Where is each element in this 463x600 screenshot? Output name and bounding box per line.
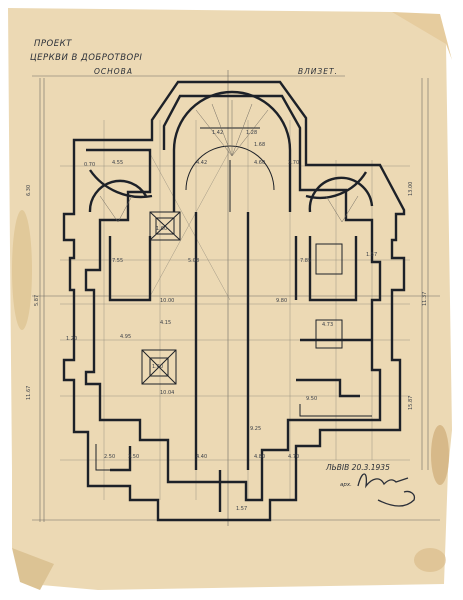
dim-apse-a: 1.28 xyxy=(246,130,257,136)
dim-inner-b: 7.85 xyxy=(300,258,311,264)
dim-span9: 9.50 xyxy=(306,396,317,402)
stain-left xyxy=(12,210,32,330)
signature xyxy=(357,473,416,507)
dim-span10: 9.25 xyxy=(250,426,261,432)
dim-apse-c: 1.68 xyxy=(254,142,265,148)
dim-top-mid2: 4.60 xyxy=(254,160,265,166)
dim-span2: 9.80 xyxy=(276,298,287,304)
dim-small3: 0.70 xyxy=(84,162,95,168)
dim-span6: 4.95 xyxy=(120,334,131,340)
dim-bottom6: 1.57 xyxy=(236,506,247,512)
dim-small4: 1.20 xyxy=(66,336,77,342)
dim-span7: 4.15 xyxy=(160,320,171,326)
dim-span3: 10.04 xyxy=(160,390,174,396)
dim-side-left2: 5.87 xyxy=(34,295,40,306)
dim-bottom3: 4.80 xyxy=(254,454,265,460)
dim-span8: 1.57 xyxy=(366,252,377,258)
apse-rays xyxy=(99,100,359,223)
dim-span1: 10.00 xyxy=(160,298,174,304)
church-plan xyxy=(62,80,406,522)
title-line-1: ПРОЕКТ xyxy=(34,39,72,49)
stain-right xyxy=(431,425,449,485)
plan-details xyxy=(95,127,372,471)
dim-top-right: 3.70 xyxy=(288,160,299,166)
title-line-2: ЦЕРКВИ В ДОБРОТВОРІ xyxy=(30,53,142,63)
folded-corner-bottom-left xyxy=(12,548,54,590)
dim-small2: 1.60 xyxy=(152,364,163,370)
dim-top-left: 4.55 xyxy=(112,160,123,166)
dim-side-right2: 11.37 xyxy=(422,292,428,306)
paper-sheet xyxy=(8,8,452,590)
dim-span4: 5.08 xyxy=(188,258,199,264)
dim-bottom2: 4.40 xyxy=(196,454,207,460)
heading-right: ВЛИЗЕТ. xyxy=(298,67,338,76)
stain-bottom xyxy=(414,548,446,572)
dim-bottom5: 2.50 xyxy=(104,454,115,460)
dim-apse-b: 1.42 xyxy=(212,130,223,136)
dim-inner-a: 7.55 xyxy=(112,258,123,264)
dimension-labels: 4.55 4.42 4.60 3.70 1.28 1.42 1.68 7.55 … xyxy=(26,130,428,512)
dim-side-right1: 13.00 xyxy=(408,182,414,196)
folded-corner-top-right xyxy=(392,12,452,60)
dim-side-left3: 11.67 xyxy=(26,386,32,400)
date-line: ЛЬВІВ 20.3.1935 xyxy=(325,463,390,472)
dim-small1: 1.60 xyxy=(156,226,167,232)
dim-side-right3: 15.87 xyxy=(408,396,414,410)
dim-bottom4: 4.70 xyxy=(288,454,299,460)
dim-bottom1: 3.50 xyxy=(128,454,139,460)
signature-prefix: арх. xyxy=(340,482,352,488)
dim-span5: 4.73 xyxy=(322,322,333,328)
dim-side-left1: 6.30 xyxy=(26,185,32,196)
heading-left: ОСНОВА xyxy=(94,67,133,76)
dim-top-mid1: 4.42 xyxy=(196,160,207,166)
